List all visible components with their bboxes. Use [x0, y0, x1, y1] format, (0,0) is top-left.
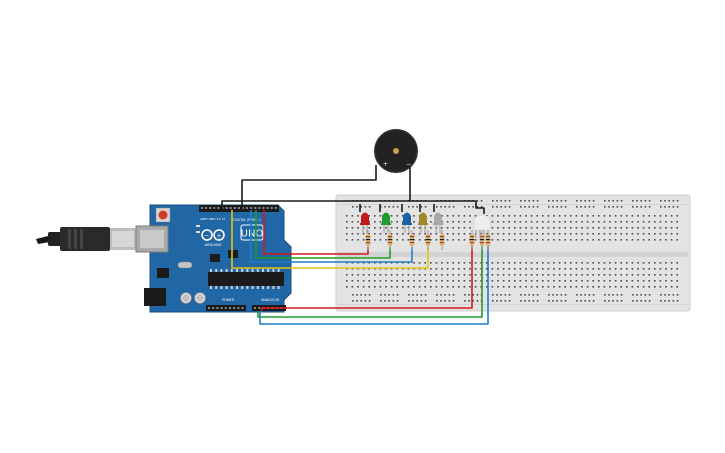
wire-blue-analog — [259, 245, 489, 325]
led-blue[interactable] — [402, 212, 412, 234]
resistor[interactable] — [479, 230, 485, 250]
analog-label: ANALOG IN — [261, 298, 279, 302]
buzzer-plus-label: + — [383, 161, 388, 168]
atmega-chip — [208, 272, 284, 286]
arduino-logo: − + — [201, 229, 225, 241]
resistor[interactable] — [425, 230, 431, 250]
svg-text:+: + — [217, 233, 222, 240]
resistor[interactable] — [439, 230, 445, 250]
wire-black-ground — [221, 200, 485, 214]
leds[interactable] — [360, 212, 443, 234]
resistor[interactable] — [469, 230, 475, 250]
wire-red-analog — [261, 245, 473, 311]
wire-blue — [250, 210, 413, 263]
wire-yellow — [231, 210, 429, 269]
led-yellow[interactable] — [418, 212, 428, 234]
led-white[interactable] — [433, 212, 443, 234]
power-label: POWER — [222, 298, 235, 302]
piezo-buzzer[interactable]: + − — [374, 129, 418, 173]
svg-text:AREF GND 13 12: AREF GND 13 12 — [200, 217, 225, 221]
resistor[interactable] — [387, 230, 393, 250]
resistor[interactable] — [365, 230, 371, 250]
wire-green — [255, 210, 391, 259]
svg-text:−: − — [204, 233, 209, 240]
wire-black-buzzer — [241, 165, 377, 210]
usb-cable[interactable] — [36, 227, 136, 251]
wire-green-analog — [257, 245, 483, 318]
resistors[interactable] — [365, 230, 491, 250]
breadboard[interactable] — [335, 194, 691, 312]
buzzer-minus-label: − — [406, 161, 411, 168]
wires[interactable] — [221, 165, 489, 325]
led-red[interactable] — [360, 212, 370, 234]
resistor[interactable] — [409, 230, 415, 250]
wire-red — [263, 210, 369, 255]
buzzer-center — [393, 148, 399, 154]
brand-label: ARDUINO — [205, 243, 222, 247]
digital-label: DIGITAL (PWM ~) — [233, 218, 260, 222]
rgb-led[interactable] — [473, 214, 491, 238]
model-label: UNO — [241, 229, 264, 240]
led-green[interactable] — [381, 212, 391, 234]
